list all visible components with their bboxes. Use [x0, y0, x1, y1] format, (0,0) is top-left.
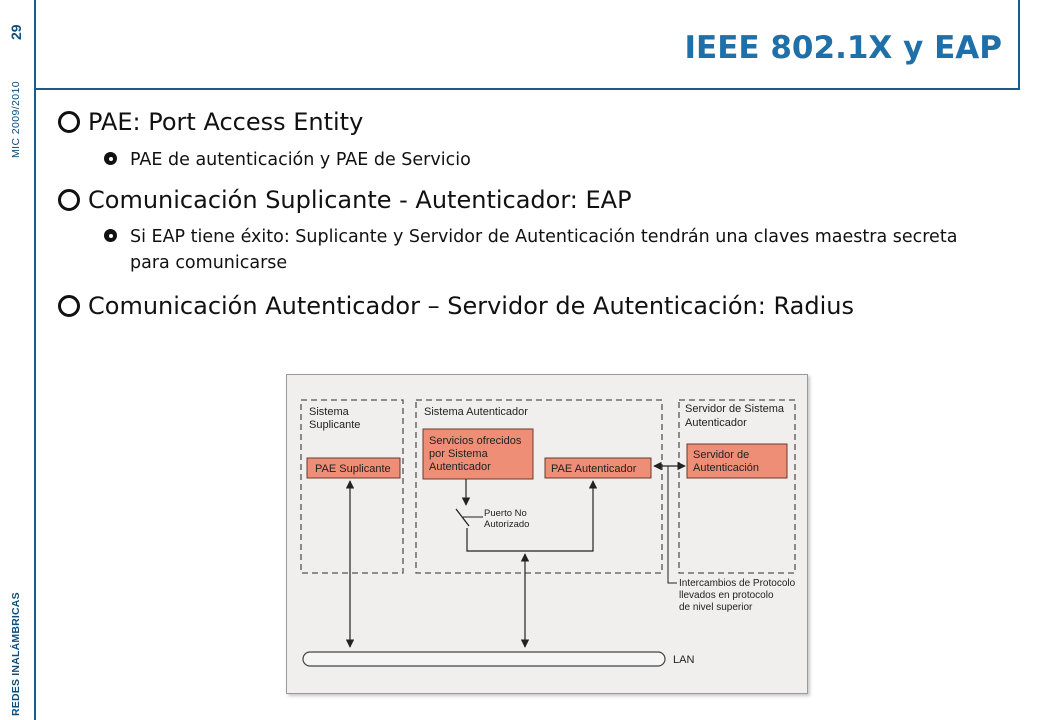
servicios-label-2: por Sistema — [429, 448, 489, 460]
header-corner-rule — [1018, 0, 1020, 90]
sub-bullet-2-1-text: Si EAP tiene éxito: Suplicante y Servido… — [130, 227, 958, 273]
header-rule — [36, 88, 1020, 90]
pae-suplicante-box — [306, 457, 401, 479]
ring-bullet-icon — [58, 111, 80, 133]
ieee-8021x-diagram: Sistema Suplicante Sistema Autenticador … — [286, 374, 808, 694]
group-servidor-label-2: Autenticador — [685, 417, 747, 429]
servicios-label-3: Autenticador — [429, 461, 491, 473]
dot-bullet-icon — [104, 229, 117, 242]
sub-bullet-1-1-text: PAE de autenticación y PAE de Servicio — [130, 150, 471, 170]
dot-bullet-icon — [104, 152, 117, 165]
page-number: 29 — [8, 24, 24, 40]
bullet-3: Comunicación Autenticador – Servidor de … — [58, 292, 854, 320]
ring-bullet-icon — [58, 295, 80, 317]
switch-loop — [466, 480, 598, 552]
intercambios-label-2: llevados en protocolo — [679, 590, 774, 601]
diagram-svg: Sistema Suplicante Sistema Autenticador … — [300, 399, 796, 667]
bullet-2: Comunicación Suplicante - Autenticador: … — [58, 186, 632, 214]
sidebar: 29 MIC 2009/2010 REDES INALÁMBRICAS — [0, 0, 36, 720]
group-suplicante-label-2: Suplicante — [309, 419, 360, 431]
servicios-label-1: Servicios ofrecidos — [429, 435, 522, 447]
bullet-3-text: Comunicación Autenticador – Servidor de … — [88, 292, 854, 320]
group-servidor-label-1: Servidor de Sistema — [685, 403, 785, 415]
pae-suplicante-label: PAE Suplicante — [315, 463, 391, 475]
sidebar-rule — [34, 0, 36, 720]
servidor-label-1: Servidor de — [693, 449, 749, 461]
intercambios-leader — [667, 466, 677, 584]
intercambios-label-1: Intercambios de Protocolo — [679, 578, 796, 589]
course-label: MIC 2009/2010 — [10, 81, 22, 158]
group-autenticador-label: Sistema Autenticador — [424, 406, 528, 418]
intercambios-label-3: de nivel superior — [679, 602, 753, 613]
group-suplicante-label-1: Sistema — [309, 406, 350, 418]
switch-arm — [455, 508, 470, 527]
ring-bullet-icon — [58, 189, 80, 211]
bullet-2-text: Comunicación Suplicante - Autenticador: … — [88, 186, 632, 214]
subject-label: REDES INALÁMBRICAS — [10, 592, 22, 716]
servidor-label-2: Autenticación — [693, 462, 759, 474]
puerto-label-2: Autorizado — [484, 519, 529, 530]
bullet-1: PAE: Port Access Entity — [58, 108, 363, 136]
pae-autenticador-box — [544, 457, 652, 479]
sub-bullet-2-1: Si EAP tiene éxito: Suplicante y Servido… — [104, 224, 964, 276]
group-servidor-box — [678, 399, 796, 574]
pae-autenticador-label: PAE Autenticador — [551, 463, 637, 475]
group-autenticador-box — [415, 399, 663, 574]
slide-title: IEEE 802.1X y EAP — [684, 30, 1003, 66]
servidor-autenticacion-box — [686, 443, 788, 479]
servicios-box — [422, 428, 534, 480]
lan-bus — [302, 651, 666, 667]
sub-bullet-1-1: PAE de autenticación y PAE de Servicio — [104, 147, 1004, 173]
lan-label: LAN — [673, 654, 694, 666]
puerto-label-1: Puerto No — [484, 508, 527, 519]
bullet-1-text: PAE: Port Access Entity — [88, 108, 364, 136]
